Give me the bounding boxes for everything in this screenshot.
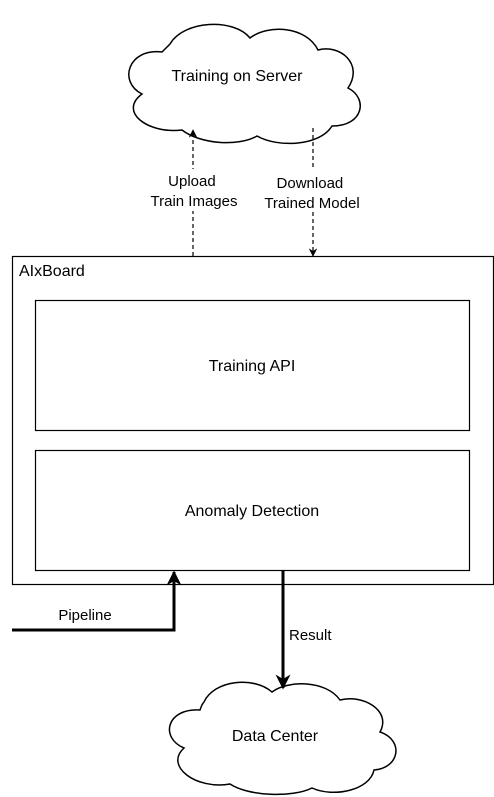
edge-result: Result — [275, 571, 332, 690]
edge-download-label: Download Trained Model — [264, 175, 359, 212]
cloud-training-server-shape — [128, 23, 361, 145]
box-anomaly-detection-label: Anomaly Detection — [185, 503, 319, 520]
box-training-api-label: Training API — [209, 358, 296, 375]
edge-pipeline: Pipeline — [12, 570, 182, 632]
edge-download: Download Trained Model — [256, 128, 370, 257]
edge-download-label-line-1: Download — [277, 175, 344, 192]
edge-upload: Upload Train Images — [140, 129, 246, 256]
box-training-api-frame — [34, 299, 471, 432]
edge-pipeline-label: Pipeline — [58, 607, 111, 624]
edge-upload-label-line-1: Upload — [168, 173, 216, 190]
box-training-api: Training API — [34, 299, 471, 432]
box-anomaly-detection: Anomaly Detection — [34, 449, 471, 572]
cloud-data-center-shape — [168, 681, 397, 796]
edge-upload-label-line-2: Train Images — [151, 193, 238, 210]
cloud-data-center-label: Data Center — [232, 728, 319, 745]
edge-download-label-line-2: Trained Model — [264, 195, 359, 212]
edge-download-label-bg — [256, 170, 370, 212]
edge-pipeline-line — [12, 570, 182, 632]
edge-upload-label-bg — [140, 169, 246, 211]
cloud-data-center: Data Center — [168, 681, 397, 796]
container-aixboard-title: AIxBoard — [19, 263, 85, 280]
cloud-training-server-label: Training on Server — [171, 68, 303, 85]
edge-result-label: Result — [289, 627, 332, 644]
edge-upload-label: Upload Train Images — [151, 173, 238, 210]
box-anomaly-detection-frame — [34, 449, 471, 572]
cloud-training-server: Training on Server — [128, 23, 361, 145]
